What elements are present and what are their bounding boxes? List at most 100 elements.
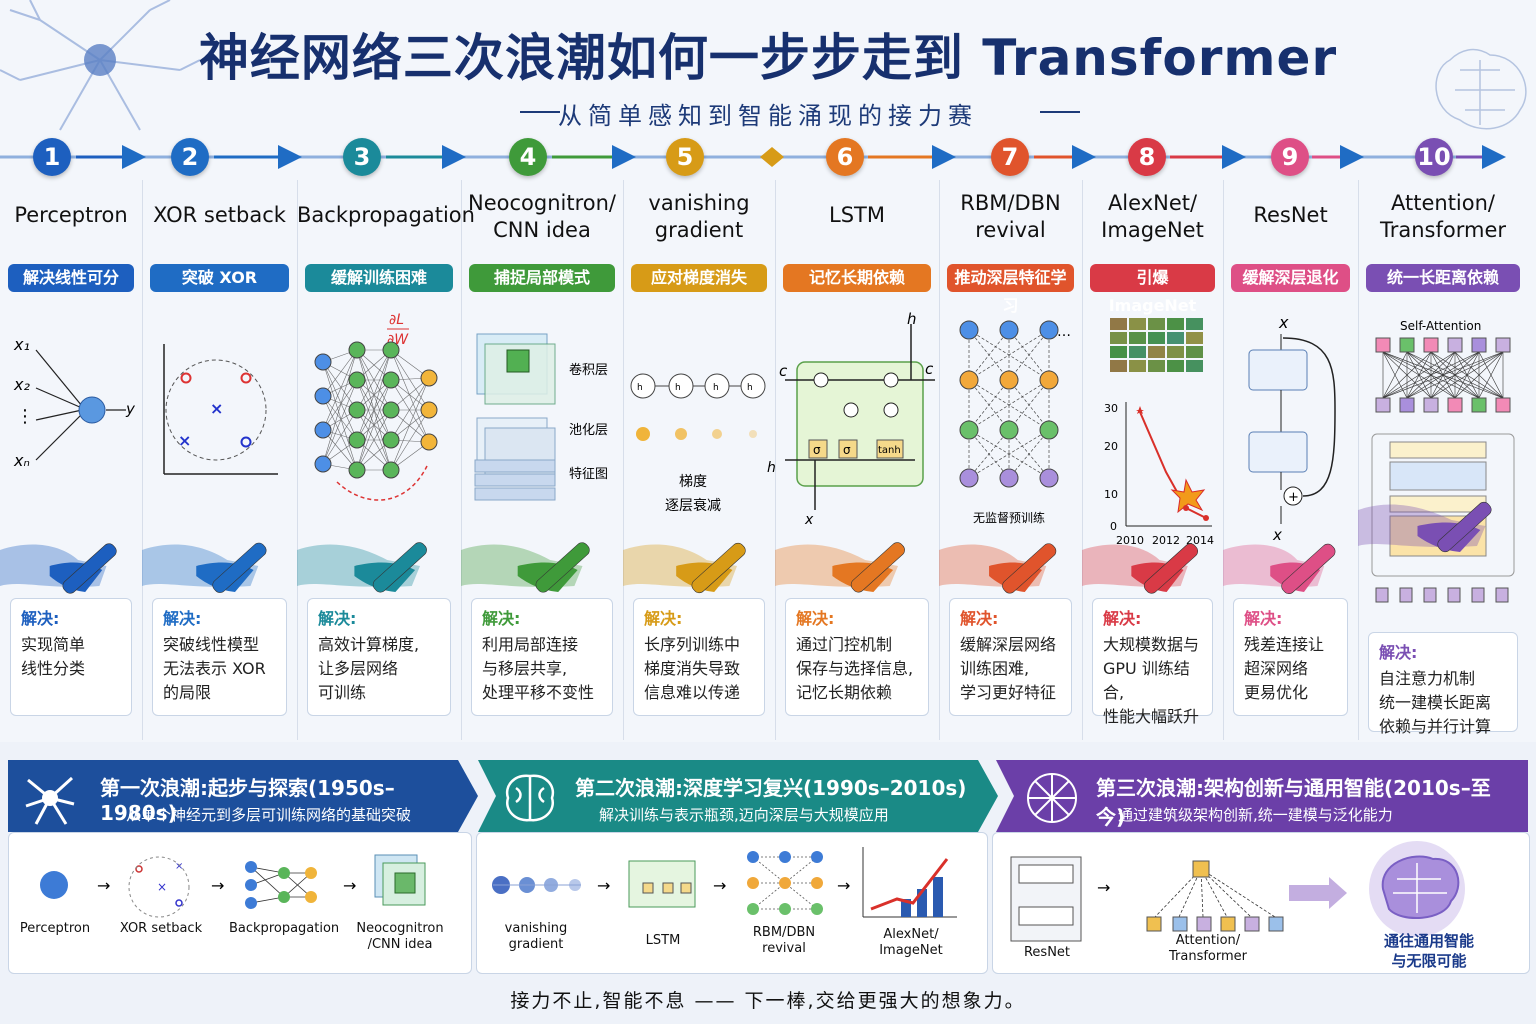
wave3-item-label: 通往通用智能 与无限可能 <box>1383 932 1474 970</box>
svg-text:2014: 2014 <box>1186 534 1214 547</box>
solution-box: 解决: 残差连接让 超深网络 更易优化 <box>1233 598 1348 716</box>
relay-baton-icon <box>1223 543 1336 594</box>
step-title: Backpropagation <box>297 203 475 227</box>
solution-box: 解决: 利用局部连接 与移层共享, 处理平移不变性 <box>471 598 613 716</box>
step-badge: 应对梯度消失 <box>631 264 767 292</box>
wave2-subtitle: 解决训练与表示瓶颈,迈向深层与大规模应用 <box>599 806 889 824</box>
step-column-2: XOR setback 突破 XOR ×× 解决: 突破线性模型 无法表示 XO… <box>142 180 298 740</box>
svg-text:tanh: tanh <box>878 445 901 456</box>
wave1-box: → ×× → → Perceptron XOR setback Backprop… <box>8 832 472 974</box>
step-number-6: 6 <box>826 138 864 176</box>
svg-text:+: + <box>1288 490 1299 505</box>
solution-text: 缓解深层网络 训练困难, 学习更好特征 <box>960 635 1057 702</box>
svg-text:c: c <box>925 360 934 378</box>
relay-baton-icon <box>142 542 267 593</box>
wave1-subtitle: 从单个神经元到多层可训练网络的基础突破 <box>126 806 412 824</box>
svg-text:x: x <box>804 512 814 528</box>
svg-text:×: × <box>157 880 167 894</box>
step-column-7: RBM/DBN revival 推动深层特征学习 …无监督预训练 解决: 缓解深… <box>939 180 1083 740</box>
wave1-banner <box>8 760 478 832</box>
wave3-title: 第三次浪潮:架构创新与通用智能(2010s–至今) <box>1096 776 1491 829</box>
wave2-item-label: LSTM <box>645 933 681 948</box>
solution-heading: 解决: <box>1103 609 1142 628</box>
svg-text:h: h <box>907 310 917 328</box>
page-title: 神经网络三次浪潮如何一步步走到 Transformer <box>198 29 1338 87</box>
step-number-4: 4 <box>509 138 547 176</box>
step-title: LSTM <box>829 203 885 227</box>
step-badge: 突破 XOR <box>150 264 289 292</box>
wave2-item-label: vanishing gradient <box>504 921 568 952</box>
step-title: ResNet <box>1253 203 1328 227</box>
solution-heading: 解决: <box>960 609 999 628</box>
step-number-5: 5 <box>666 138 704 176</box>
svg-text:h: h <box>767 460 776 476</box>
solution-heading: 解决: <box>318 609 357 628</box>
solution-heading: 解决: <box>1244 609 1283 628</box>
step-illustration: Self-Attention <box>1371 319 1515 603</box>
solution-text: 突破线性模型 无法表示 XOR 的局限 <box>163 635 266 702</box>
step-number-2: 2 <box>171 138 209 176</box>
svg-text:→: → <box>597 876 610 895</box>
wave2-title: 第二次浪潮:深度学习复兴(1990s–2010s) <box>575 776 967 800</box>
svg-text:×: × <box>175 861 183 872</box>
wave1-item-label: XOR setback <box>119 921 203 936</box>
svg-text:y: y <box>125 400 136 418</box>
svg-text:梯度: 梯度 <box>679 474 707 490</box>
wave2-item-label: AlexNet/ ImageNet <box>879 927 943 958</box>
wave1-item-label: Perceptron <box>19 921 91 936</box>
svg-text:x₂: x₂ <box>13 375 30 394</box>
step-illustration: ×× <box>163 344 278 475</box>
solution-heading: 解决: <box>1379 643 1418 662</box>
relay-baton-icon <box>297 542 427 593</box>
svg-text:30: 30 <box>1104 402 1118 415</box>
relay-baton-icon <box>775 542 905 593</box>
wave3-item-label: Attention/ Transformer <box>1168 933 1247 964</box>
step-title: Neocognitron/ CNN idea <box>468 191 616 242</box>
svg-text:10: 10 <box>1104 488 1118 501</box>
step-column-10: Attention/ Transformer 统一长距离依赖 Self-Atte… <box>1358 180 1528 740</box>
brain-circuit-icon <box>1435 48 1527 130</box>
step-illustration: …无监督预训练 <box>959 320 1071 525</box>
wave3-banner <box>996 760 1528 832</box>
step-number-8: 8 <box>1128 138 1166 176</box>
step-number-3: 3 <box>343 138 381 176</box>
solution-box: 解决: 突破线性模型 无法表示 XOR 的局限 <box>152 598 287 716</box>
solution-box: 解决: 高效计算梯度, 让多层网络 可训练 <box>307 598 451 716</box>
svg-text:σ: σ <box>843 443 851 457</box>
wave1-title: 第一次浪潮:起步与探索(1950s–1980s) <box>100 776 395 825</box>
svg-text:⋮: ⋮ <box>16 406 34 427</box>
svg-text:→: → <box>211 876 224 895</box>
step-column-4: Neocognitron/ CNN idea 捕捉局部模式 卷积层池化层特征图 … <box>461 180 624 740</box>
svg-text:x₁: x₁ <box>13 335 30 354</box>
solution-heading: 解决: <box>796 609 835 628</box>
step-badge: 推动深层特征学习 <box>947 264 1074 315</box>
svg-text:→: → <box>837 876 850 895</box>
step-number-9: 9 <box>1271 138 1309 176</box>
svg-text:特征图: 特征图 <box>569 467 608 482</box>
solution-box: 解决: 实现简单 线性分类 <box>10 598 132 716</box>
svg-text:h: h <box>747 383 753 393</box>
wave3-subtitle: 通过建筑级架构创新,统一建模与泛化能力 <box>1118 806 1393 824</box>
relay-baton-icon <box>939 543 1057 594</box>
wave2-banner <box>478 760 998 832</box>
solution-text: 大规模数据与 GPU 训练结合, 性能大幅跃升 <box>1103 635 1200 726</box>
wave2-box: → → → vanishing gradient LSTM RBM/DBN re… <box>476 832 988 974</box>
svg-text:逐层衰减: 逐层衰减 <box>665 497 721 514</box>
solution-text: 残差连接让 超深网络 更易优化 <box>1244 635 1325 702</box>
step-badge: 捕捉局部模式 <box>469 264 615 292</box>
solution-text: 实现简单 线性分类 <box>21 635 86 678</box>
svg-text:c: c <box>779 362 788 380</box>
svg-text:h: h <box>675 383 681 393</box>
svg-text:h: h <box>713 383 719 393</box>
svg-text:…: … <box>1057 324 1071 340</box>
svg-text:2012: 2012 <box>1152 534 1180 547</box>
solution-heading: 解决: <box>482 609 521 628</box>
page-subtitle: 从简单感知到智能涌现的接力赛 <box>558 102 978 130</box>
relay-baton-icon <box>0 543 117 594</box>
